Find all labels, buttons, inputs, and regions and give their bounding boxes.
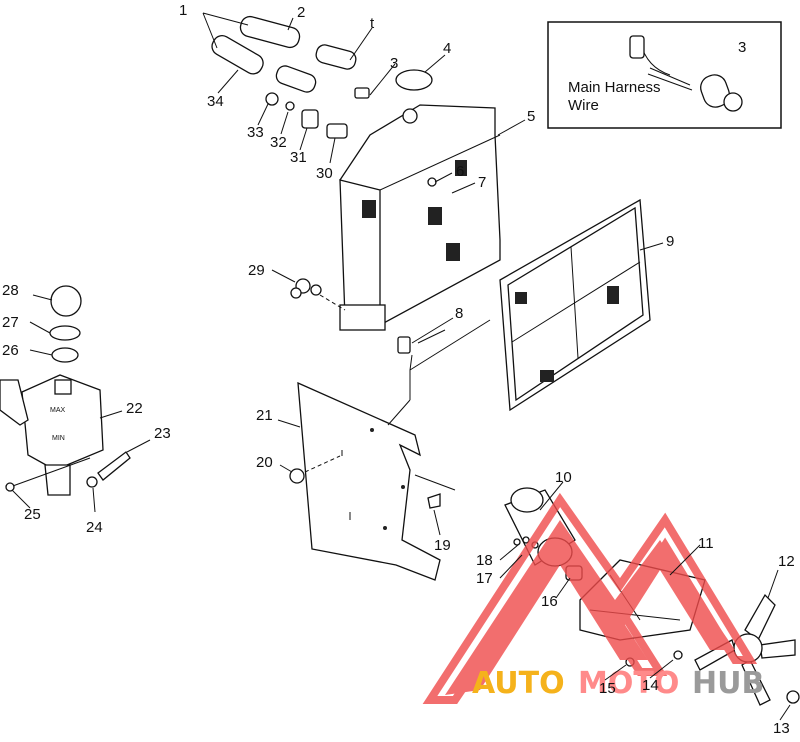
watermark-part1: AUTO [472,666,565,701]
watermark-part3: HUB [692,666,764,701]
part-number: 18 [476,552,493,569]
part-number: 23 [154,425,171,442]
part-number: 24 [86,519,103,536]
part-number: 2 [297,4,305,21]
part-number: 12 [778,553,795,570]
part-number: 16 [541,593,558,610]
part-number: 3 [390,55,398,72]
bracket-29 [290,278,346,311]
part-number: 13 [773,720,790,737]
nut-13 [786,690,800,704]
part-number: 7 [478,174,486,191]
inset-label-line1: Main Harness [568,79,661,96]
svg-text:MIN: MIN [52,435,65,442]
part-number: 32 [270,134,287,151]
leader-lines [11,17,791,721]
part-number: 27 [2,314,19,331]
hoses-group [202,12,370,139]
radiator [339,104,501,331]
part-number: 6 [456,163,464,180]
screw-14 [673,650,683,660]
part-number: 28 [2,282,19,299]
part-number: 34 [207,93,224,110]
clip-19 [427,493,441,509]
part-number: 11 [698,535,714,552]
shroud-21 [297,381,456,581]
part-number: 31 [290,149,307,166]
part-number: 15 [599,680,616,697]
part-number: 19 [434,537,451,554]
watermark-logo [422,492,758,704]
part-number: 29 [248,262,265,279]
inset-part-number: 3 [738,39,746,56]
watermark-part2: MOTO [578,666,679,701]
part-number: 4 [443,40,451,57]
part-number: t [370,15,375,32]
part-number: 1 [179,2,187,19]
part-number: 26 [2,342,19,359]
part-number: 8 [455,305,463,322]
radiator-screen [499,198,651,412]
radiator-cap [395,69,433,91]
part-number: 20 [256,454,273,471]
inset-box: Main Harness Wire 3 [547,21,782,129]
part-number: 21 [256,407,273,424]
part-number: 14 [642,677,659,694]
inset-label-line2: Wire [568,97,599,114]
reservoir: MAX MIN [0,285,131,496]
part-number: 30 [316,165,333,182]
part-number: 5 [527,108,535,125]
svg-text:MAX: MAX [50,407,66,414]
grommet-8 [397,336,411,354]
part-number: 9 [666,233,674,250]
part-number: 10 [555,469,572,486]
part-number: 25 [24,506,41,523]
washer-20 [289,468,305,484]
part-number: 22 [126,400,143,417]
part-number: 33 [247,124,264,141]
part-number: 17 [476,570,493,587]
